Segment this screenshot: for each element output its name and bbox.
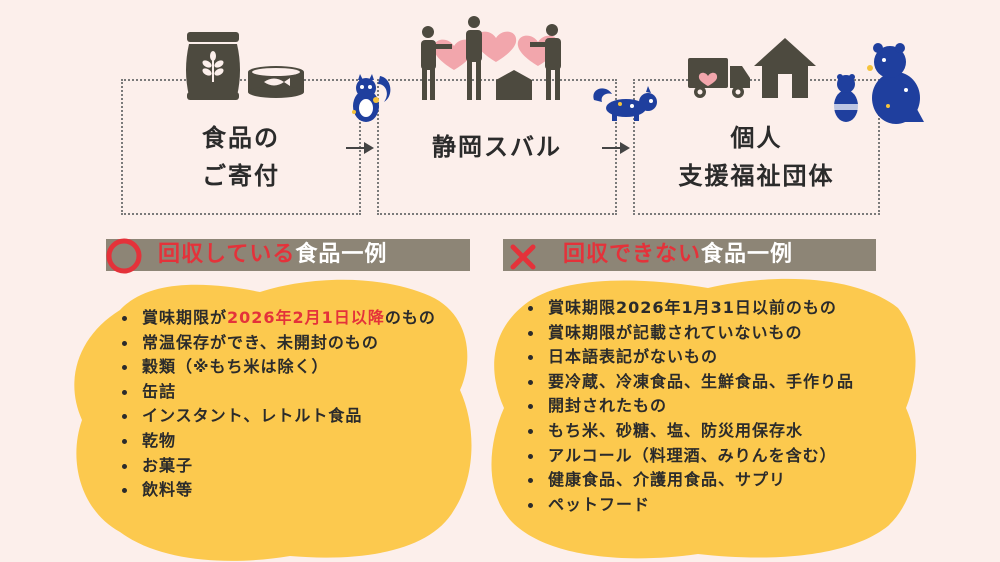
donation-line2: ご寄付: [202, 162, 280, 190]
accepted-blob: [74, 279, 472, 561]
list-item: 乾物: [120, 429, 436, 454]
recipients-line1: 個人: [730, 123, 783, 152]
accepted-header: 回収している食品一例: [106, 239, 470, 271]
circle-ok-icon: [106, 238, 142, 274]
cross-ng-icon: [510, 244, 536, 270]
list-item: 賞味期限が2026年2月1日以降のもの: [120, 306, 436, 331]
rejected-list: 賞味期限2026年1月31日以前のもの 賞味期限が記載されていないもの 日本語表…: [526, 296, 854, 517]
org-label: 静岡スバル: [432, 132, 562, 161]
rejected-blob: [491, 278, 917, 559]
list-item: インスタント、レトルト食品: [120, 404, 436, 429]
fish-can-icon: [248, 66, 304, 98]
accepted-header-red: 回収している: [158, 242, 296, 267]
list-item: 缶詰: [120, 380, 436, 405]
donation-line1: 食品の: [202, 123, 280, 152]
rejected-header-white: 食品一例: [701, 242, 794, 267]
accepted-header-white: 食品一例: [295, 242, 388, 267]
list-item: 穀類（※もち米は除く）: [120, 355, 436, 380]
bear-mascot-icon: [834, 43, 924, 124]
list-item: 賞味期限2026年1月31日以前のもの: [526, 296, 854, 321]
flow-arrow-2: [602, 142, 630, 154]
squirrel-mascot-icon: [593, 86, 657, 121]
list-item: アルコール（料理酒、みりんを含む）: [526, 444, 854, 469]
list-item: お菓子: [120, 454, 436, 479]
list-item: 日本語表記がないもの: [526, 345, 854, 370]
list-item: 要冷蔵、冷凍食品、生鮮食品、手作り品: [526, 370, 854, 395]
people-sharing-icon: [421, 16, 561, 100]
squirrel-mascot-icon: [352, 74, 391, 122]
list-item: 賞味期限が記載されていないもの: [526, 321, 854, 346]
date-highlight: 2026年2月1日以降: [227, 308, 385, 327]
list-item: 飲料等: [120, 478, 436, 503]
grain-sack-icon: [186, 32, 240, 100]
recipients-line2: 支援福祉団体: [678, 162, 835, 190]
accepted-list: 賞味期限が2026年2月1日以降のもの 常温保存ができ、未開封のもの 穀類（※も…: [120, 306, 436, 503]
flow-box-donation: 食品の ご寄付: [121, 79, 361, 215]
flow-box-recipients: 個人 支援福祉団体: [633, 79, 880, 215]
list-item: 開封されたもの: [526, 394, 854, 419]
rejected-header-red: 回収できない: [563, 242, 702, 267]
truck-icon: [688, 58, 750, 98]
list-item: 健康食品、介護用食品、サプリ: [526, 468, 854, 493]
list-item: ペットフード: [526, 493, 854, 518]
flow-box-org: 静岡スバル: [377, 79, 617, 215]
rejected-header: 回収できない食品一例: [503, 239, 876, 271]
house-icon: [754, 38, 816, 98]
list-item: もち米、砂糖、塩、防災用保存水: [526, 419, 854, 444]
list-item: 常温保存ができ、未開封のもの: [120, 331, 436, 356]
flow-arrow-1: [346, 142, 374, 154]
